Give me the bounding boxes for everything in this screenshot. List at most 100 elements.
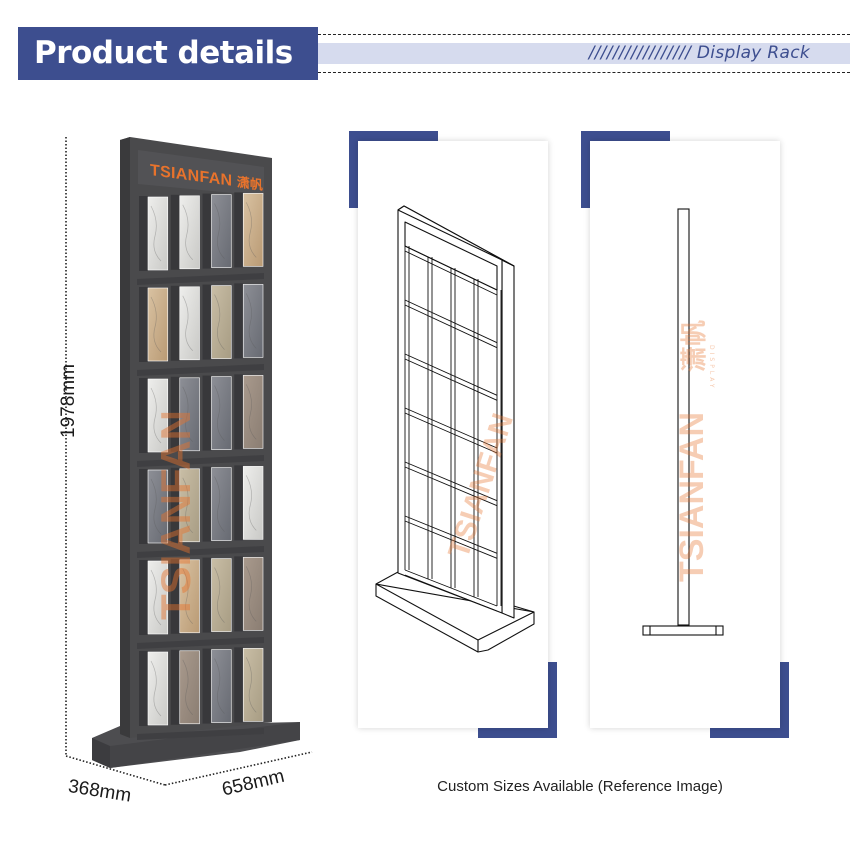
rack-shelf — [137, 728, 264, 740]
tile-holder — [202, 193, 212, 269]
tile-holder — [170, 376, 180, 452]
tile-holder — [170, 467, 180, 543]
rack-shelf — [137, 455, 264, 467]
tile-sample — [147, 651, 169, 726]
tile-vein — [245, 657, 257, 713]
tile-sample — [147, 469, 169, 544]
tile-holder — [139, 378, 148, 453]
tile-vein — [245, 384, 257, 440]
tile-vein — [150, 478, 162, 535]
tile-sample — [147, 378, 169, 453]
rack-tile-rows — [137, 192, 264, 740]
tile-sample — [147, 287, 169, 362]
tile-sample — [179, 650, 200, 725]
tile-vein — [182, 295, 193, 352]
tile-holder — [202, 284, 212, 360]
tile-vein — [214, 476, 225, 532]
tile-sample — [242, 193, 264, 267]
brand-cn-name: 潇帆 — [236, 175, 263, 194]
tile-sample — [211, 467, 232, 541]
tile-vein — [150, 660, 162, 717]
tile-holder — [202, 375, 212, 451]
tile-vein — [150, 387, 162, 444]
tile-holder — [170, 649, 180, 725]
divider-bottom — [318, 72, 850, 73]
tile-holder — [234, 465, 244, 541]
isometric-grid — [404, 245, 502, 612]
tile-vein — [150, 569, 162, 626]
tile-holder — [139, 469, 148, 544]
tile-vein — [150, 205, 162, 262]
page-title: Product details — [18, 27, 318, 80]
tile-holder — [234, 556, 244, 632]
divider-top — [318, 34, 850, 35]
tile-vein — [245, 293, 257, 349]
tile-holder — [234, 283, 244, 359]
tile-sample — [179, 286, 200, 361]
tile-sample — [211, 376, 232, 450]
tile-vein — [150, 296, 162, 353]
isometric-drawing-card: TSIANFAN — [358, 141, 548, 728]
tile-holder — [170, 194, 180, 270]
tile-vein — [245, 475, 257, 531]
product-photo: TSIANFAN — [65, 137, 313, 786]
tile-vein — [214, 203, 225, 259]
tile-holder — [234, 192, 244, 268]
watermark-logo: TSIANFAN — [152, 410, 199, 620]
tile-sample — [147, 560, 169, 635]
dimension-lines — [65, 137, 313, 786]
tile-sample — [242, 375, 264, 449]
tile-sample — [179, 195, 200, 270]
tile-vein — [182, 386, 193, 443]
caption: Custom Sizes Available (Reference Image) — [437, 778, 723, 795]
rack-shelf — [137, 546, 264, 558]
tile-vein — [182, 568, 193, 625]
subtitle-text: Display Rack — [696, 43, 810, 63]
tile-holder — [139, 287, 148, 362]
watermark-cn-side: 潇帆 — [680, 320, 710, 372]
tile-holder — [202, 648, 212, 724]
tile-vein — [182, 204, 193, 261]
rack-header-panel — [138, 150, 264, 196]
tile-sample — [179, 468, 200, 543]
iso-shelf-line — [404, 574, 498, 612]
tile-vein — [182, 659, 193, 716]
rack-shelf — [137, 364, 264, 376]
tile-holder — [234, 374, 244, 450]
tile-holder — [170, 285, 180, 361]
subtitle: ///////////////// Display Rack — [589, 43, 810, 64]
tile-holder — [139, 651, 148, 726]
dimension-height: 1978mm — [58, 364, 79, 438]
tile-sample — [242, 557, 264, 631]
watermark-tagline-side: DISPLAY — [708, 345, 715, 391]
tile-sample — [242, 284, 264, 358]
tile-vein — [182, 477, 193, 534]
tile-sample — [147, 196, 169, 271]
tile-holder — [202, 466, 212, 542]
tile-vein — [214, 385, 225, 441]
tile-sample — [242, 648, 264, 722]
rack-shelf — [137, 273, 264, 285]
tile-vein — [214, 658, 225, 714]
tile-sample — [179, 377, 200, 452]
tile-vein — [245, 566, 257, 622]
tile-holder — [202, 557, 212, 633]
tile-sample — [242, 466, 264, 540]
tile-holder — [139, 196, 148, 271]
tile-sample — [211, 558, 232, 632]
side-view-card: TSIANFAN 潇帆 DISPLAY — [590, 141, 780, 728]
side-view-drawing: TSIANFAN 潇帆 DISPLAY — [642, 208, 724, 636]
tile-sample — [211, 649, 232, 723]
tile-sample — [211, 285, 232, 359]
tile-sample — [179, 559, 200, 634]
tile-holder — [139, 560, 148, 635]
tile-vein — [214, 294, 225, 350]
tile-vein — [214, 567, 225, 623]
tile-holder — [170, 558, 180, 634]
tile-holder — [234, 647, 244, 723]
isometric-drawing: TSIANFAN — [375, 205, 535, 653]
subtitle-band — [318, 43, 850, 64]
subtitle-slashes: ///////////////// — [588, 43, 692, 63]
rack-shelf — [137, 637, 264, 649]
tile-vein — [245, 202, 257, 258]
